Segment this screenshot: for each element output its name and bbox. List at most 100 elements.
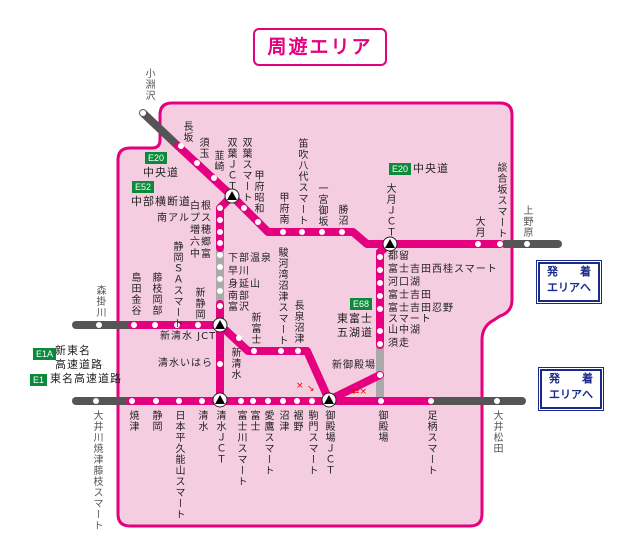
station-label: 増穂 (190, 225, 212, 236)
dest-label: 発 着 (549, 372, 593, 385)
station-label: 富士吉田忍野 (388, 303, 454, 314)
station-label: 下部温泉 (228, 253, 272, 264)
station-label: 新清水 (229, 347, 240, 380)
station-label: 早川 (228, 266, 250, 277)
station-dot (299, 229, 305, 235)
station-label: 大月ＪＣＴ (384, 183, 395, 238)
station-dot (475, 241, 481, 247)
station-label: 大月 (473, 216, 484, 238)
station-label: 富士 (248, 410, 259, 432)
station-dot (217, 264, 223, 270)
dest-area-button-chuo[interactable]: 発 着 エリアへ (536, 260, 602, 304)
station-dot (251, 348, 257, 354)
station-label: 富士吉田 (388, 290, 432, 301)
station-dot (238, 398, 244, 404)
station-dot (377, 372, 383, 378)
station-label: 新富士 (249, 312, 260, 345)
station-dot (255, 219, 261, 225)
station-dot (497, 241, 503, 247)
station-label: 南部 (228, 291, 250, 302)
station-label: 双葉スマート (240, 137, 251, 203)
station-label: 焼津 (127, 410, 138, 432)
station-label: 中富 (190, 249, 212, 260)
station-label: 愛鷹スマート (262, 410, 273, 476)
road-name: 新東名 (55, 344, 91, 357)
station-label: 白根 (190, 201, 212, 212)
station-label: 御殿場 (376, 410, 387, 443)
station-label: 駿河湾沼津スマート (276, 247, 287, 346)
station-dot (217, 217, 223, 223)
station-dot (194, 160, 200, 166)
station-label: 新御殿場 (332, 360, 376, 371)
station-label: 長泉沼津 (292, 300, 303, 344)
station-label: 足柄スマート (425, 410, 436, 476)
station-dot (152, 322, 158, 328)
station-label: 富士吉田西桂スマート (388, 264, 498, 275)
station-label: 笛吹八代スマート (296, 138, 307, 226)
station-dot (377, 254, 383, 260)
station-label: 新清水 JCT (160, 331, 217, 342)
station-label: 裾野 (291, 410, 302, 432)
station-label: 談合坂スマート (495, 162, 506, 239)
station-dot (241, 205, 247, 211)
station-dot (93, 398, 99, 404)
road-name: 東名高速道路 (50, 372, 122, 385)
route-badge-e1a: E1A (33, 348, 57, 360)
station-dot (129, 398, 135, 404)
station-dot (178, 143, 184, 149)
station-label: 森掛川 (94, 285, 105, 318)
road-name: 中央道 (413, 162, 449, 175)
road-name: 五湖道 (337, 326, 373, 339)
station-dot (278, 348, 284, 354)
station-dot (217, 361, 223, 367)
station-label: 上野原 (521, 205, 532, 238)
station-label: 小淵沢 (143, 68, 154, 101)
no-entry-mark: × (296, 381, 304, 391)
no-entry-mark: ⇄× (352, 387, 368, 397)
station-dot (265, 398, 271, 404)
route-badge-e20: E20 (389, 163, 412, 175)
dest-area-button-tomei[interactable]: 発 着 エリアへ (538, 367, 604, 411)
station-label: 一宮御坂 (316, 183, 327, 227)
station-label: 甲府昭和 (252, 170, 263, 214)
junction-triangle-icon (215, 320, 225, 329)
station-dot (524, 241, 530, 247)
station-dot (377, 280, 383, 286)
station-dot (153, 398, 159, 404)
station-label: スマート (388, 314, 432, 325)
station-label: 須玉 (197, 137, 208, 159)
station-dot (96, 322, 102, 328)
outside-route (139, 109, 182, 150)
station-label: 南アルプス (157, 213, 212, 224)
station-label: 山中湖 (388, 325, 421, 336)
station-label: 静岡ＳＡスマート (171, 241, 182, 329)
station-label: 韮崎 (212, 150, 223, 172)
gotemba-route (325, 371, 384, 404)
station-dot (378, 398, 384, 404)
station-label: 日本平久能山スマート (173, 410, 184, 520)
station-dot (217, 276, 223, 282)
station-dot (236, 335, 242, 341)
station-label: 甲府南 (277, 192, 288, 225)
road-name: 東富士 (337, 312, 373, 325)
station-label: 河口湖 (388, 277, 421, 288)
station-dot (131, 322, 137, 328)
station-label: 島田金谷 (129, 272, 140, 316)
station-label: 清水ＪＣＴ (214, 410, 225, 465)
station-label: 静岡 (150, 410, 161, 432)
station-dot (195, 322, 201, 328)
station-dot (217, 252, 223, 258)
station-dot (319, 229, 325, 235)
station-label: 新静岡 (193, 287, 204, 320)
station-dot (494, 398, 500, 404)
station-dot (280, 229, 286, 235)
station-label: 須走 (388, 338, 410, 349)
road-name: 高速道路 (55, 358, 103, 371)
dest-label: エリアへ (547, 281, 591, 294)
station-label: 大井松田 (491, 410, 502, 454)
junction-triangle-icon (385, 239, 395, 248)
station-label: 清水いはら (158, 358, 213, 369)
station-label: 富沢 (228, 302, 250, 313)
station-dot (217, 288, 223, 294)
junction-triangle-icon (215, 395, 225, 404)
